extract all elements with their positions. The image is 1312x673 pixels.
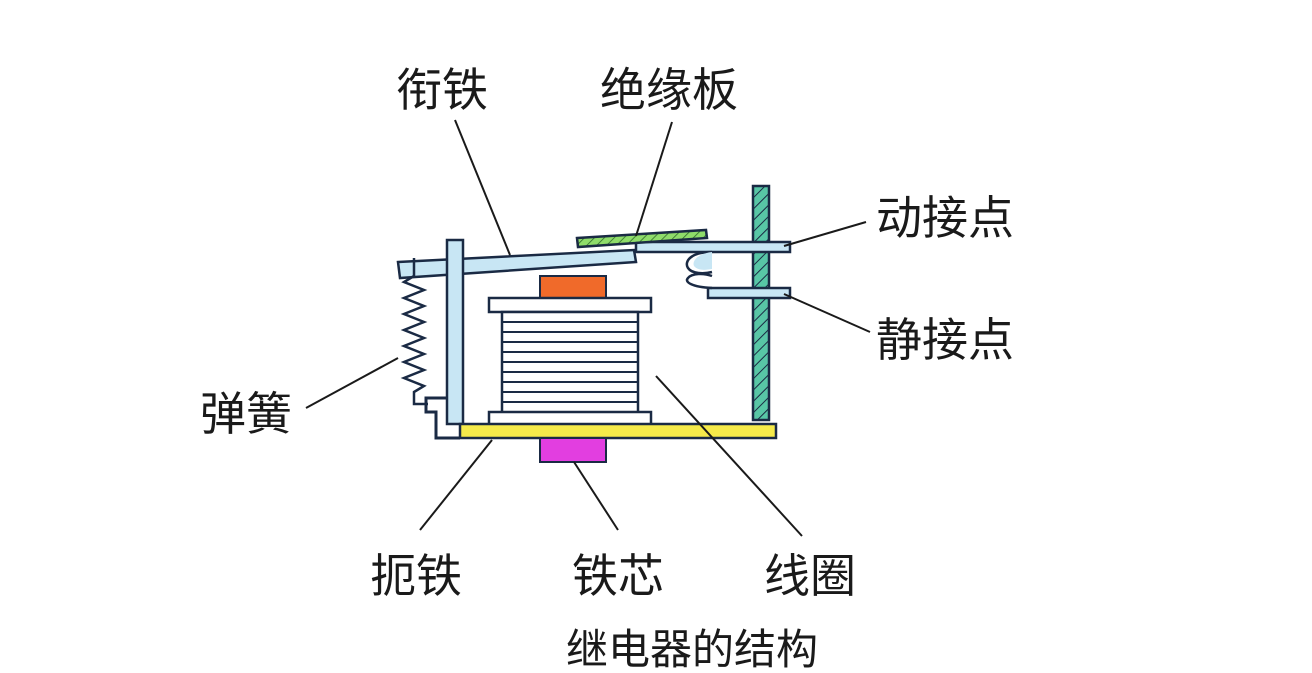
leader-moving-contact — [783, 221, 867, 247]
label-spring: 弹簧 — [200, 387, 292, 441]
label-armature: 衔铁 — [396, 63, 488, 117]
static-contact-curl — [685, 272, 713, 290]
diagram-caption: 继电器的结构 — [566, 625, 818, 673]
armature-bar — [396, 248, 638, 280]
leader-armature — [454, 119, 511, 256]
yoke-base — [458, 422, 778, 440]
static-contact-arm — [706, 286, 792, 300]
insulating-plate — [575, 228, 709, 249]
label-insulating-plate: 绝缘板 — [600, 63, 738, 117]
coil-windings — [502, 321, 638, 403]
label-yoke: 扼铁 — [370, 549, 462, 603]
moving-contact-arm — [634, 240, 792, 254]
pole-face — [539, 275, 607, 301]
leader-insulating-plate — [635, 121, 673, 237]
leader-yoke — [419, 439, 493, 531]
coil-top-flange — [487, 296, 653, 314]
spring-bracket — [424, 396, 460, 440]
leader-coil — [655, 375, 803, 537]
iron-core — [539, 437, 607, 463]
label-moving-contact: 动接点 — [876, 191, 1014, 245]
leader-spring — [305, 357, 399, 409]
label-static-contact: 静接点 — [876, 313, 1014, 367]
leader-static-contact — [783, 293, 871, 333]
spring-coil — [400, 258, 428, 406]
yoke-post — [445, 238, 465, 426]
label-iron-core: 铁芯 — [572, 549, 664, 603]
label-coil: 线圈 — [764, 549, 856, 603]
contact-post — [751, 184, 771, 422]
leader-iron-core — [573, 461, 619, 531]
